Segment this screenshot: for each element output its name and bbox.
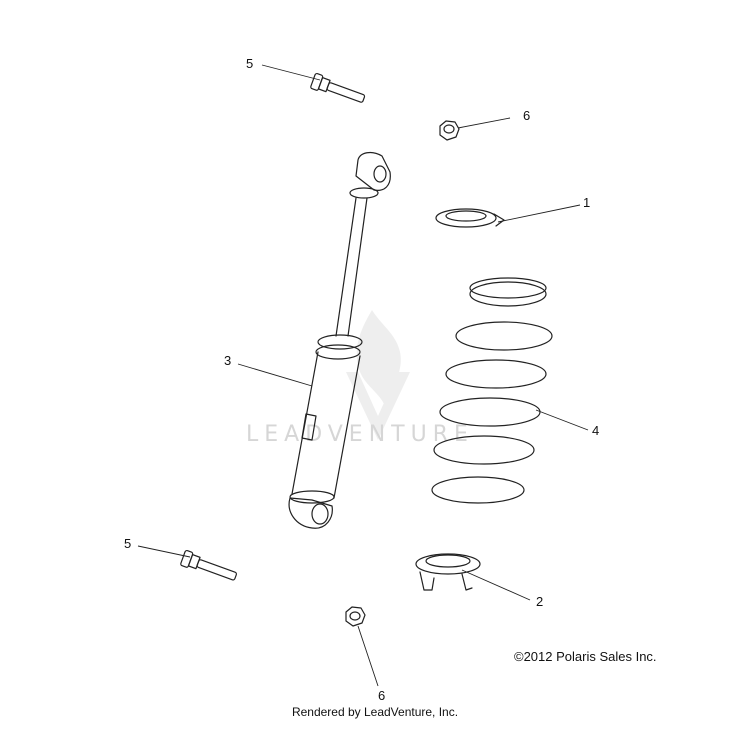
footer-credit: Rendered by LeadVenture, Inc. [291, 705, 459, 719]
coil-spring [431, 277, 553, 504]
callout-5-bottom: 5 [124, 536, 131, 551]
spring-retainer-upper [435, 208, 505, 228]
shock-absorber [288, 151, 391, 529]
callout-2: 2 [536, 594, 543, 609]
callout-5-top: 5 [246, 56, 253, 71]
nut-top [439, 120, 460, 141]
callout-4: 4 [592, 423, 599, 438]
nut-bottom [345, 606, 366, 627]
callout-1: 1 [583, 195, 590, 210]
callout-3: 3 [224, 353, 231, 368]
callout-6-bottom: 6 [378, 688, 385, 703]
spring-seat-lower [415, 553, 481, 591]
bolt-top [310, 72, 366, 103]
bolt-bottom [180, 549, 237, 581]
callout-6-top: 6 [523, 108, 530, 123]
watermark-logo [346, 310, 410, 440]
copyright-notice: ©2012 Polaris Sales Inc. [514, 649, 657, 664]
watermark-text: LEADVENTURE [246, 422, 474, 447]
leader-lines [137, 64, 589, 687]
